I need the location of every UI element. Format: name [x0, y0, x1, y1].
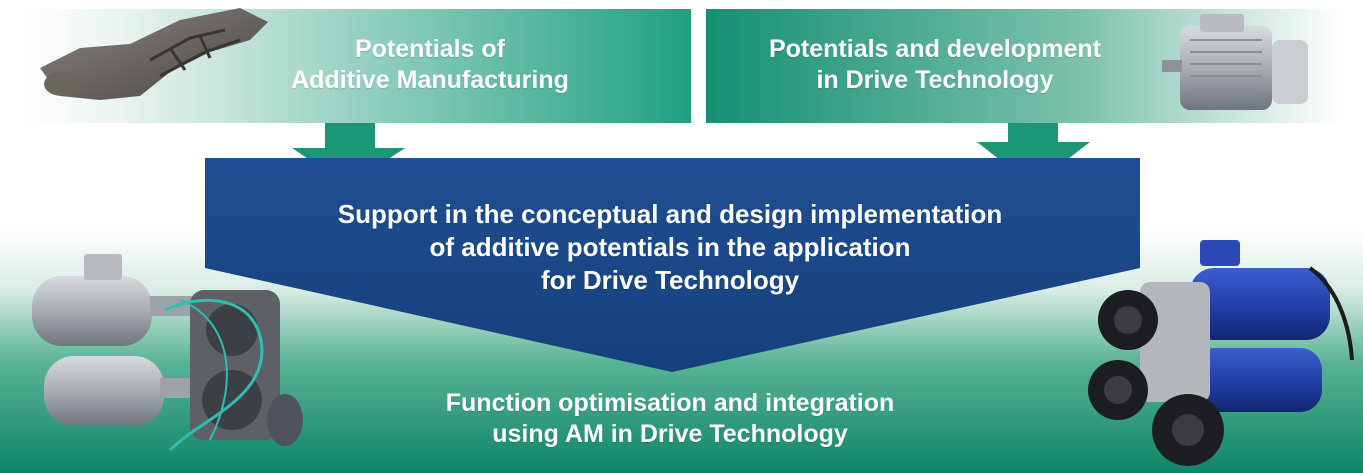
additive-part-image — [40, 8, 268, 100]
title-line: Potentials and development — [768, 35, 1101, 63]
central-support-arrow — [205, 158, 1140, 372]
title-line: Potentials of — [354, 35, 505, 63]
result-text: Function optimisation and integration us… — [330, 388, 1010, 449]
title-line: Additive Manufacturing — [291, 65, 569, 94]
electric-motor-image — [1162, 14, 1308, 110]
central-arrow-text: Support in the conceptual and design imp… — [230, 198, 1110, 296]
arrow-line: Support in the conceptual and design imp… — [337, 199, 1003, 229]
left-down-arrow — [292, 123, 405, 186]
blue-drive-units-image — [1088, 240, 1354, 466]
title-line: in Drive Technology — [816, 65, 1054, 94]
result-line: Function optimisation and integration — [445, 389, 895, 417]
drive-technology-title: Potentials and development in Drive Tech… — [720, 34, 1150, 95]
gear-motor-assembly-image — [32, 254, 303, 452]
arrow-line: for Drive Technology — [540, 264, 800, 295]
result-line: using AM in Drive Technology — [492, 419, 848, 448]
right-down-arrow — [977, 123, 1090, 186]
arrow-line: of additive potentials in the applicatio… — [429, 231, 911, 262]
additive-manufacturing-title: Potentials of Additive Manufacturing — [250, 34, 610, 95]
